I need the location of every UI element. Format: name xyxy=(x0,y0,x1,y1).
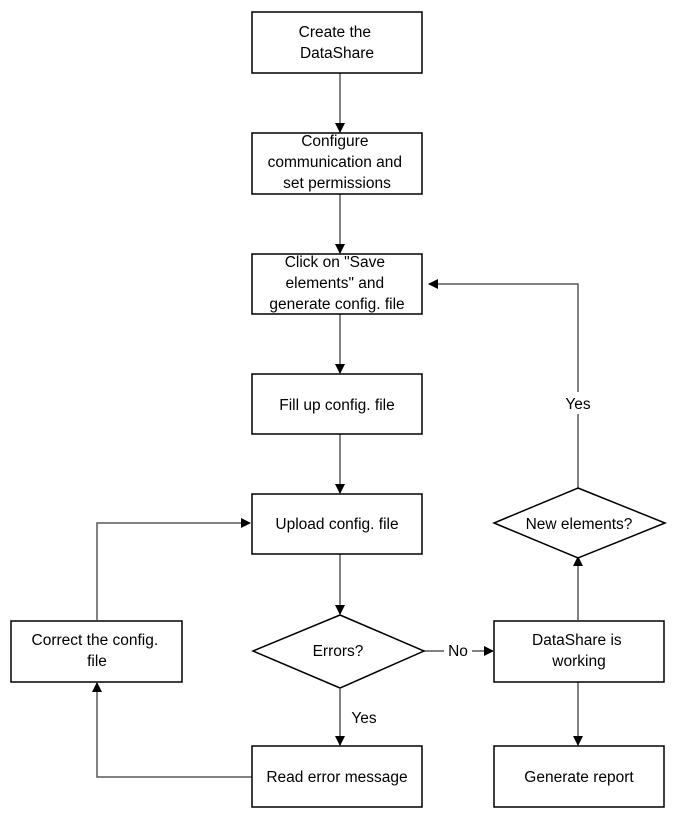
node-create-line-1: Create the xyxy=(299,24,371,41)
edge-label-no: No xyxy=(448,643,468,660)
node-fill-config-file: Fill up config. file xyxy=(251,373,423,435)
no-label-background xyxy=(444,640,472,662)
node-report-label: Generate report xyxy=(524,769,634,786)
svg-text:Create the DataShare: Create the DataShare xyxy=(299,24,376,62)
node-create-line-2: DataShare xyxy=(300,45,374,62)
node-correct-config-file: Correct the config. file xyxy=(10,620,183,683)
node-save-line-2: elements" and xyxy=(286,275,385,292)
node-configure-line-3: set permissions xyxy=(283,175,391,192)
node-upload-label: Upload config. file xyxy=(275,516,398,533)
decision-errors-label: Errors? xyxy=(313,643,364,660)
node-correct-line-2: file xyxy=(87,653,107,670)
node-datashare-working: DataShare is working xyxy=(493,620,665,683)
arrow-correct-to-upload xyxy=(96,518,251,620)
node-working-line-1: DataShare is xyxy=(532,632,622,649)
node-generate-report: Generate report xyxy=(493,745,665,808)
node-configure-line-2: communication and xyxy=(268,154,402,171)
svg-text:DataShare is working: DataShare is working xyxy=(532,632,626,670)
svg-text:Configure communication: Configure communication and set permissi… xyxy=(268,133,407,192)
node-save-line-1: Click on "Save xyxy=(285,254,385,271)
node-read-label: Read error message xyxy=(266,769,407,786)
node-working-line-2: working xyxy=(551,653,605,670)
node-configure-line-1: Configure xyxy=(301,133,368,150)
decision-new-elements: New elements? xyxy=(492,487,668,559)
node-save-elements: Click on "Save elements" and generate co… xyxy=(251,253,423,315)
node-correct-line-1: Correct the config. xyxy=(32,632,159,649)
arrow-read-to-correct xyxy=(92,682,252,778)
node-configure-communication: Configure communication and set permissi… xyxy=(251,132,423,195)
edge-label-yes-errors: Yes xyxy=(351,710,377,727)
svg-text:Click on "Save elements": Click on "Save elements" and generate co… xyxy=(269,254,404,313)
yes-label-background xyxy=(560,392,596,414)
decision-new-elements-label: New elements? xyxy=(526,516,633,533)
decision-errors: Errors? xyxy=(251,614,426,689)
node-save-line-3: generate config. file xyxy=(269,296,404,313)
node-read-error-message: Read error message xyxy=(251,745,423,808)
edge-label-yes-new-elements: Yes xyxy=(565,396,591,413)
node-create-datashare: Create the DataShare xyxy=(251,11,423,74)
arrow-new-elements-to-save xyxy=(428,279,579,488)
node-fill-label: Fill up config. file xyxy=(279,397,394,414)
node-upload-config-file: Upload config. file xyxy=(251,493,423,555)
svg-text:Correct the config. file: Correct the config. file xyxy=(32,632,163,670)
